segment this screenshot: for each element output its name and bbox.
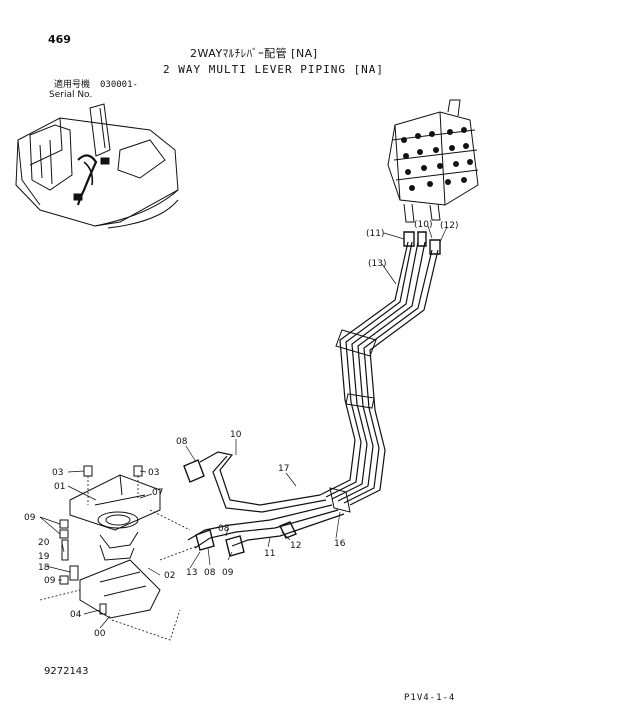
- callout-10-bracket: (10): [414, 220, 432, 230]
- callout-08-upper: 08: [176, 437, 188, 447]
- title-english: 2 WAY MULTI LEVER PIPING [NA]: [163, 63, 385, 76]
- serial-value: 030001-: [100, 80, 138, 90]
- callout-18: 18: [38, 563, 50, 573]
- callout-13: 13: [186, 568, 197, 578]
- hose-end-fittings: [183, 459, 297, 557]
- hose-fittings-top: [403, 231, 441, 255]
- callout-07: 07: [152, 488, 163, 498]
- hose-bands: [329, 329, 377, 513]
- valve-ports: [401, 127, 473, 191]
- callout-01: 01: [54, 482, 65, 492]
- callout-08-middle: 08: [218, 524, 230, 534]
- leader-lines: [39, 225, 448, 629]
- callout-19: 19: [38, 552, 50, 562]
- callout-03-left: 03: [52, 468, 63, 478]
- callout-08-lower: 08: [204, 568, 216, 578]
- serial-label-japanese: 適用号機: [54, 80, 91, 90]
- callout-02: 02: [164, 571, 175, 581]
- page-number: 469: [48, 33, 71, 46]
- hose-bundle: [319, 241, 439, 506]
- callout-12: 12: [290, 541, 301, 551]
- callout-00: 00: [94, 629, 106, 639]
- callout-10: 10: [230, 430, 242, 440]
- serial-label-english: Serial No.: [49, 90, 93, 100]
- callout-13-bracket: (13): [368, 259, 386, 269]
- document-number: 9272143: [44, 666, 89, 677]
- assembly-guide-lines: [39, 476, 201, 641]
- callout-16: 16: [334, 539, 346, 549]
- control-valve-block: [387, 99, 479, 223]
- callout-labels: (11) (10) (12) (13) 10 08 17 03 03 01 07…: [24, 220, 458, 639]
- callout-11-bracket: (11): [366, 229, 384, 239]
- callout-09-mid: 09: [44, 576, 56, 586]
- callout-09-left: 09: [24, 513, 36, 523]
- callout-03-right: 03: [148, 468, 159, 478]
- title-japanese: 2WAYﾏﾙﾁﾚﾊﾞｰ配管 [NA]: [190, 47, 318, 60]
- lever-assembly: [59, 465, 161, 619]
- page-reference: P1V4-1-4: [404, 693, 456, 703]
- callout-20: 20: [38, 538, 50, 548]
- callout-12-bracket: (12): [440, 221, 458, 231]
- callout-09-lower: 09: [222, 568, 234, 578]
- callout-11: 11: [264, 549, 275, 559]
- callout-17: 17: [278, 464, 289, 474]
- machine-overview-sketch: [15, 103, 179, 229]
- callout-04: 04: [70, 610, 82, 620]
